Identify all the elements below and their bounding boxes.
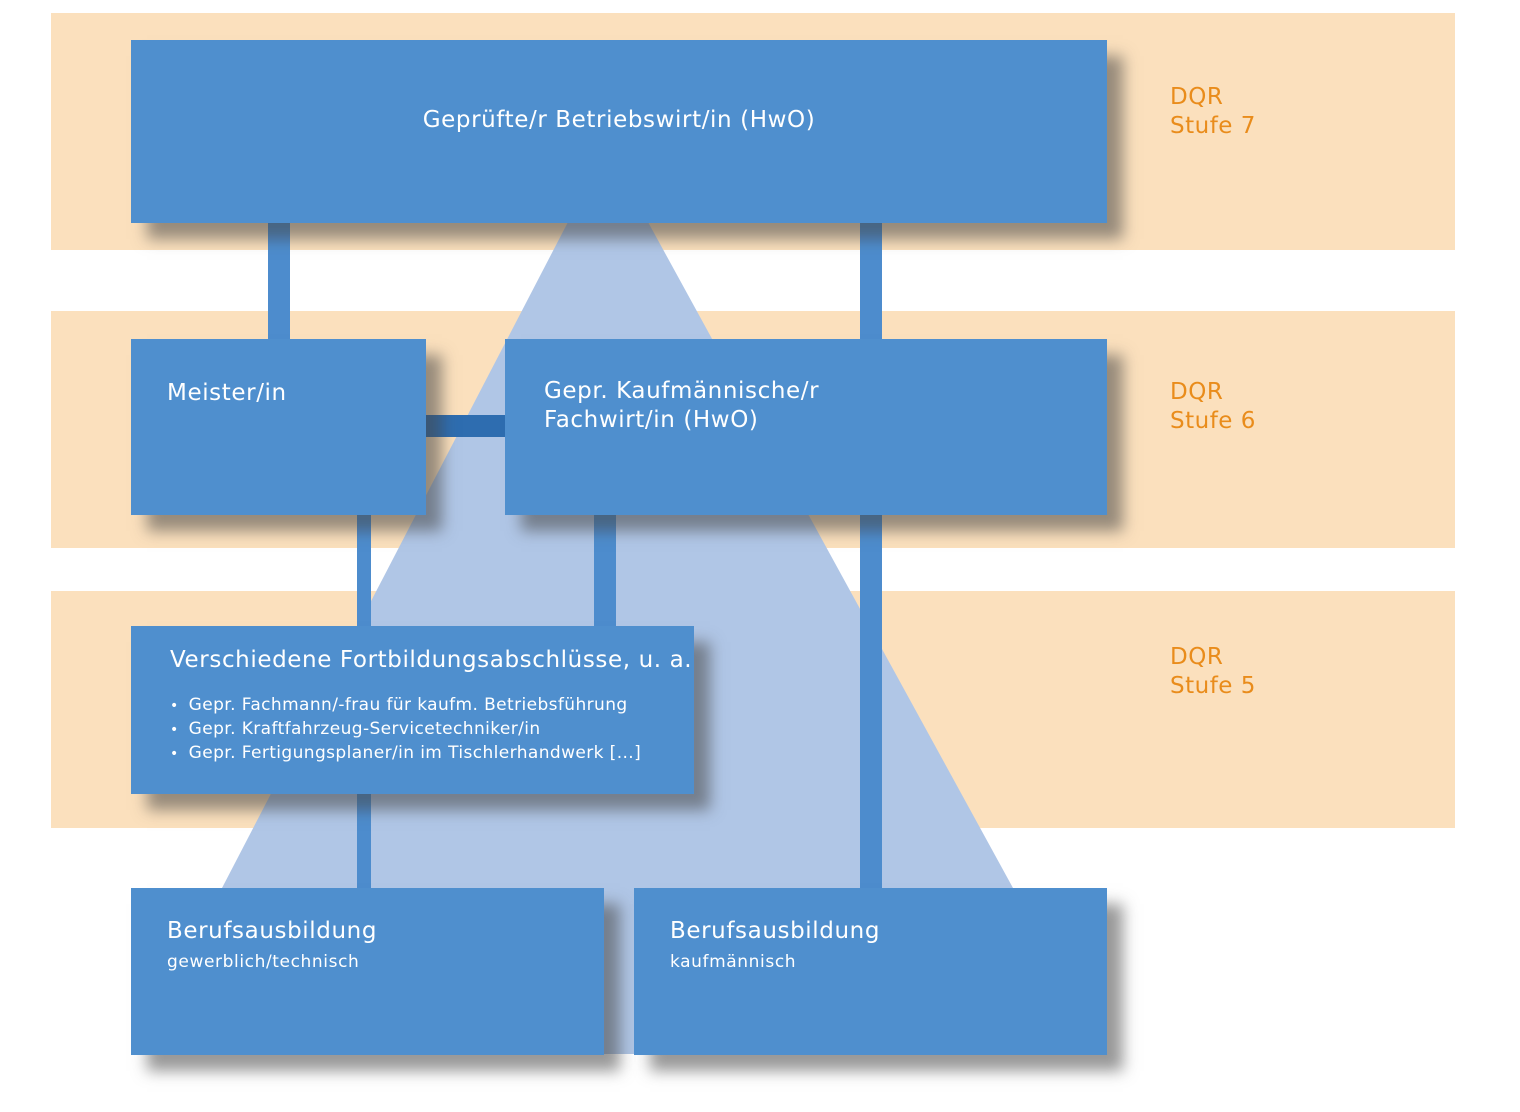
- dqr-label-level-7: DQR Stufe 7: [1170, 83, 1256, 141]
- dqr-label-6-line1: DQR: [1170, 379, 1224, 405]
- box-fortbildung: Verschiedene Fortbildungsabschlüsse, u. …: [131, 626, 694, 794]
- connector-fachwirt-to-fortbildung: [594, 514, 616, 627]
- list-item: Gepr. Fachmann/-frau für kaufm. Betriebs…: [170, 694, 694, 718]
- dqr-label-7-line2: Stufe 7: [1170, 113, 1256, 139]
- berufsausbildung-gewerblich-subtitle: gewerblich/technisch: [167, 952, 360, 972]
- list-item: Gepr. Kraftfahrzeug-Servicetechniker/in: [170, 718, 694, 742]
- connector-meister-to-betriebswirt: [268, 222, 290, 340]
- connector-meister-to-fortbildung: [357, 514, 371, 627]
- fortbildung-title: Verschiedene Fortbildungsabschlüsse, u. …: [170, 647, 693, 673]
- connector-fortbildung-to-berufsausbildung: [357, 793, 371, 889]
- box-betriebswirt: Geprüfte/r Betriebswirt/in (HwO): [131, 40, 1107, 223]
- fortbildung-list: Gepr. Fachmann/-frau für kaufm. Betriebs…: [170, 694, 694, 766]
- dqr-label-6-line2: Stufe 6: [1170, 408, 1256, 434]
- berufsausbildung-gewerblich-title: Berufsausbildung: [167, 918, 378, 944]
- meister-title: Meister/in: [167, 380, 287, 406]
- betriebswirt-title: Geprüfte/r Betriebswirt/in (HwO): [422, 107, 816, 133]
- connector-meister-to-fachwirt: [426, 415, 506, 437]
- fachwirt-title-line1: Gepr. Kaufmännische/r: [544, 378, 820, 404]
- dqr-label-7-line1: DQR: [1170, 84, 1224, 110]
- dqr-label-level-6: DQR Stufe 6: [1170, 378, 1256, 436]
- dqr-label-5-line1: DQR: [1170, 644, 1224, 670]
- box-meister: Meister/in: [131, 339, 426, 515]
- fachwirt-title-line2: Fachwirt/in (HwO): [544, 407, 759, 433]
- box-berufsausbildung-kaufmaennisch: Berufsausbildung kaufmännisch: [634, 888, 1107, 1055]
- berufsausbildung-kaufmaennisch-title: Berufsausbildung: [670, 918, 881, 944]
- connector-fachwirt-to-betriebswirt: [860, 222, 882, 340]
- box-fachwirt: Gepr. Kaufmännische/r Fachwirt/in (HwO): [505, 339, 1107, 515]
- dqr-label-5-line2: Stufe 5: [1170, 673, 1256, 699]
- berufsausbildung-kaufmaennisch-subtitle: kaufmännisch: [670, 952, 797, 972]
- dqr-label-level-5: DQR Stufe 5: [1170, 643, 1256, 701]
- box-berufsausbildung-gewerblich: Berufsausbildung gewerblich/technisch: [131, 888, 604, 1055]
- list-item: Gepr. Fertigungsplaner/in im Tischlerhan…: [170, 742, 694, 766]
- connector-fachwirt-to-berufsausbildung-kaufm: [860, 514, 882, 889]
